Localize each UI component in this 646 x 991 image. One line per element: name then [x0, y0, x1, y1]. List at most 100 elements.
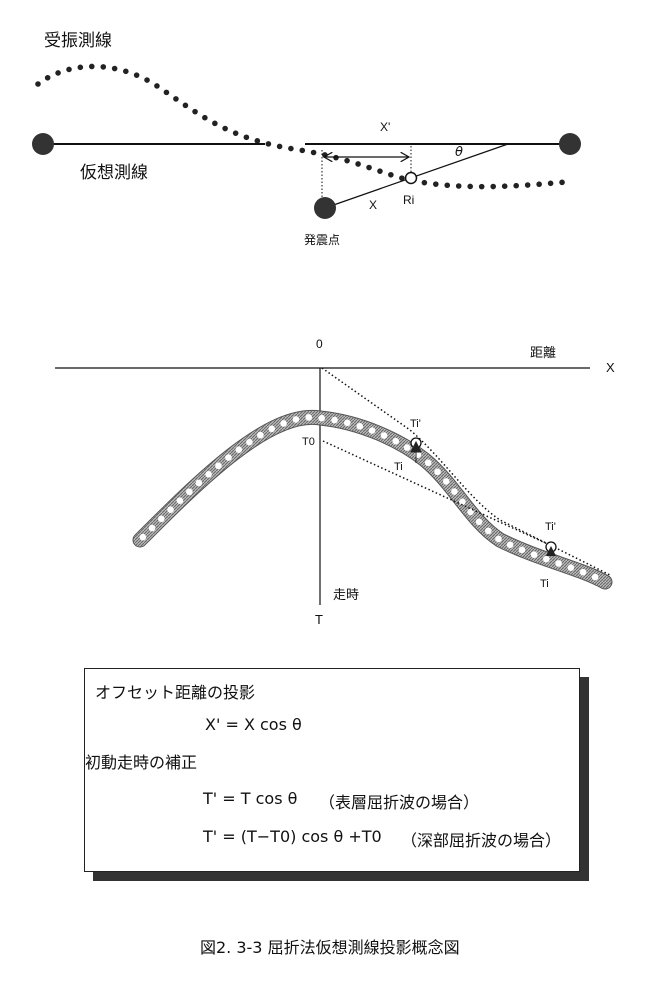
receiver-dot	[133, 72, 140, 78]
receiver-dot	[66, 66, 72, 73]
receiver-dot	[388, 171, 394, 178]
receiver-dot	[399, 175, 405, 181]
curve-dot	[579, 568, 587, 576]
curve-dot	[205, 470, 212, 478]
deep-refraction-note: （深部屈折波の場合）	[401, 831, 562, 850]
virtual-line-endpoint-right	[559, 133, 581, 155]
receiver-dot	[333, 154, 339, 161]
curve-dot	[167, 506, 174, 514]
t-axis-label: T	[315, 612, 323, 627]
receiver-dot	[467, 183, 474, 190]
ti-prime-label-1: Ti'	[410, 418, 421, 430]
curve-dot	[451, 488, 458, 495]
receiver-dot	[88, 63, 95, 70]
receiver-dot	[254, 138, 261, 144]
curve-dot	[139, 533, 147, 541]
receiver-dot	[212, 120, 218, 127]
curve-dot	[567, 564, 575, 571]
receiver-dot	[513, 182, 519, 189]
curve-dot	[225, 454, 232, 461]
receiver-dot	[501, 183, 508, 190]
receiver-dot	[421, 179, 428, 186]
traveltime-curve-dots	[139, 414, 599, 581]
curve-dot	[235, 446, 243, 453]
receiver-dot	[559, 179, 565, 186]
receiver-dot	[111, 65, 118, 72]
receiver-line-dots	[35, 63, 565, 190]
receiver-dot	[123, 68, 129, 75]
virtual-line-endpoint-left	[32, 133, 54, 155]
formula-box: オフセット距離の投影 X' = X cos θ 初動走時の補正 T' = T c…	[84, 668, 580, 872]
receiver-dot	[490, 183, 497, 190]
shallow-refraction-formula: T' = T cos θ	[203, 789, 298, 808]
receiver-dot	[276, 143, 283, 150]
curve-dot	[518, 546, 526, 554]
receiver-dot	[202, 114, 208, 121]
distance-label: 距離	[530, 346, 557, 361]
receiver-dot	[100, 64, 107, 70]
x-axis-label: X	[606, 360, 615, 375]
receiver-dot	[455, 183, 462, 189]
curve-dot	[475, 518, 483, 526]
t0-dotted-line	[322, 440, 553, 547]
curve-dot	[318, 414, 325, 422]
receiver-dot	[478, 183, 485, 190]
receiver-dot	[288, 145, 294, 152]
curve-dot	[392, 437, 400, 445]
curve-dot	[148, 524, 156, 532]
receiver-dot	[232, 130, 239, 136]
receiver-dot	[377, 168, 383, 174]
curve-dot	[403, 444, 411, 451]
source-point	[314, 197, 336, 219]
curve-dot	[215, 462, 222, 470]
curve-dot	[343, 419, 351, 427]
receiver-dot	[310, 149, 317, 156]
receiver-dot	[192, 108, 198, 115]
curve-dot	[467, 508, 474, 516]
receiver-dot	[55, 70, 61, 76]
virtual-line-label: 仮想測線	[80, 163, 148, 183]
curve-dot	[506, 541, 514, 549]
curve-dot	[195, 479, 203, 487]
curve-dot	[495, 535, 502, 543]
triangle-up-icon	[546, 546, 556, 556]
deep-refraction-formula: T' = (T−T0) cos θ +T0	[203, 827, 382, 846]
receiver-point-ri	[404, 171, 418, 185]
ti-label-1: Ti	[394, 461, 403, 473]
curve-dot	[305, 414, 313, 421]
figure-caption: 図2. 3-3 屈折法仮想測線投影概念図	[200, 938, 460, 957]
curve-dot	[459, 498, 466, 506]
curve-dot	[356, 423, 364, 430]
receiver-dot	[243, 134, 250, 141]
curve-dot	[368, 427, 376, 434]
origin-label: 0	[316, 337, 323, 351]
x-prime-label: X'	[380, 120, 391, 134]
corrected-traveltime-dotted-line	[321, 367, 611, 576]
curve-dot	[257, 431, 264, 439]
curve-dot	[555, 560, 562, 567]
source-label: 発震点	[304, 233, 341, 247]
receiver-dot	[432, 181, 439, 187]
receiver-line-label: 受振測線	[44, 31, 112, 51]
receiver-dot	[366, 164, 372, 171]
curve-dot	[434, 468, 441, 476]
offset-projection-formula: X' = X cos θ	[205, 715, 302, 734]
receiver-dot	[344, 157, 350, 164]
receiver-dot	[144, 77, 150, 83]
receiver-dot	[524, 182, 531, 188]
curve-dot	[186, 488, 193, 496]
receiver-dot	[35, 81, 41, 87]
receiver-dot	[182, 102, 189, 109]
curve-dot	[424, 459, 432, 467]
receiver-dot	[222, 125, 228, 132]
ti-prime-label-2: Ti'	[545, 521, 556, 533]
t0-label: T0	[302, 436, 315, 448]
receiver-dot	[299, 147, 306, 154]
receiver-dot	[163, 89, 170, 96]
curve-dot	[442, 478, 450, 485]
curve-dot	[176, 497, 184, 504]
curve-dot	[157, 515, 165, 523]
shallow-refraction-note: （表層屈折波の場合）	[319, 793, 480, 812]
curve-dot	[530, 551, 538, 558]
receiver-dot	[536, 181, 542, 188]
